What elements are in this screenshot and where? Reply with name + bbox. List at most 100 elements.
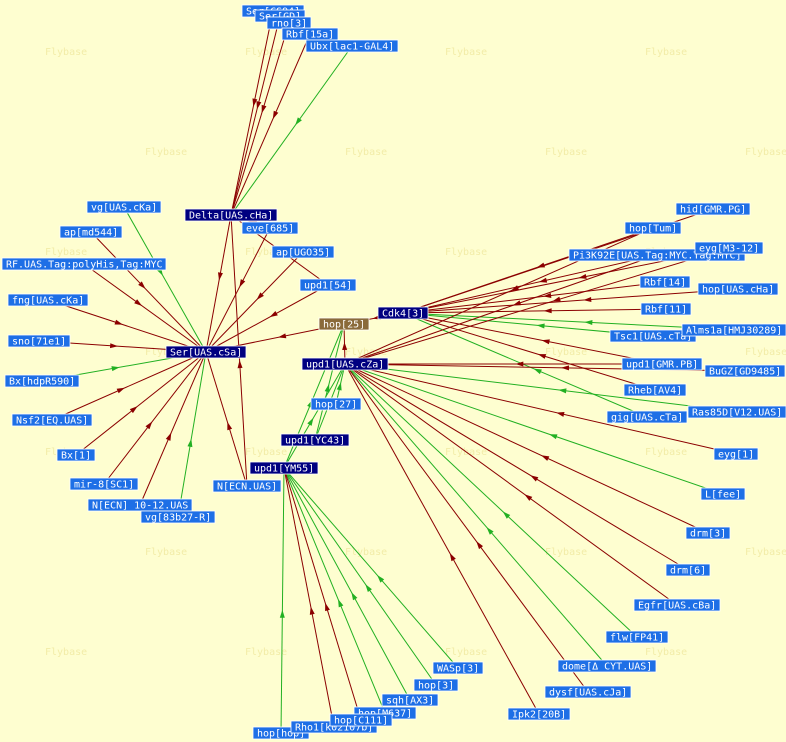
node-ipk2[interactable]: Ipk2[20B] bbox=[507, 707, 571, 721]
edge-dome-upd1_cz bbox=[344, 363, 608, 667]
node-hop25[interactable]: hop[25] bbox=[318, 317, 370, 331]
edge-rno3-delta bbox=[230, 22, 290, 216]
node-hop_c111[interactable]: hop[C111] bbox=[329, 713, 393, 727]
node-label: hop[3] bbox=[418, 681, 454, 692]
node-upd1_ym[interactable]: upd1[YM55] bbox=[249, 461, 319, 475]
node-upd1_cz[interactable]: upd1[UAS.cZa] bbox=[301, 357, 389, 371]
node-hop27[interactable]: hop[27] bbox=[310, 397, 362, 411]
node-bx1[interactable]: Bx[1] bbox=[56, 448, 96, 462]
watermark-text: Flybase bbox=[345, 147, 387, 158]
node-ap_ugo[interactable]: ap[UGO35] bbox=[271, 245, 335, 259]
edge-pi3k-cdk4 bbox=[402, 254, 658, 314]
node-box bbox=[606, 410, 688, 424]
edge-hop_tum-cdk4 bbox=[402, 227, 654, 314]
edge-arrow bbox=[476, 541, 484, 550]
edge-arrow bbox=[218, 272, 223, 281]
node-ubx[interactable]: Ubx[lac1-GAL4] bbox=[305, 39, 399, 53]
node-vg83[interactable]: vg[83b27-R] bbox=[140, 510, 216, 524]
node-box bbox=[640, 302, 692, 316]
node-box bbox=[249, 461, 319, 475]
node-hop3[interactable]: hop[3] bbox=[413, 678, 459, 692]
node-upd1_gmr[interactable]: upd1[GMR.PB] bbox=[621, 357, 703, 371]
node-eyg1[interactable]: eyg[1] bbox=[713, 447, 759, 461]
node-box bbox=[4, 374, 80, 388]
node-bugz[interactable]: BuGZ[GD9485] bbox=[704, 364, 786, 378]
node-box bbox=[381, 693, 439, 707]
edge-layer bbox=[38, 10, 746, 734]
node-drm6[interactable]: drm[6] bbox=[665, 563, 711, 577]
node-fng[interactable]: fng[UAS.cKa] bbox=[7, 293, 89, 307]
edge-arrow bbox=[165, 432, 172, 441]
node-lfee[interactable]: L[fee] bbox=[700, 487, 746, 501]
edge-arrow bbox=[116, 387, 125, 394]
node-ser_cs[interactable]: Ser[UAS.cSa] bbox=[165, 345, 247, 359]
node-tsc1[interactable]: Tsc1[UAS.cTa] bbox=[609, 329, 697, 343]
node-gig[interactable]: gig[UAS.cTa] bbox=[606, 410, 688, 424]
node-mir8[interactable]: mir-8[SC1] bbox=[69, 477, 139, 491]
node-nsf2[interactable]: Nsf2[EQ.UAS] bbox=[11, 413, 93, 427]
node-upd1_yc[interactable]: upd1[YC43] bbox=[280, 433, 350, 447]
watermark-text: Flybase bbox=[645, 647, 687, 658]
node-alms1a[interactable]: Alms1a[HMJ30289] bbox=[681, 323, 786, 337]
edge-drm6-upd1_cz bbox=[344, 363, 689, 571]
node-upd1_54[interactable]: upd1[54] bbox=[299, 278, 357, 292]
watermark-text: Flybase bbox=[745, 347, 786, 358]
watermark-text: Flybase bbox=[245, 47, 287, 58]
node-label: ap[md544] bbox=[64, 228, 118, 239]
node-rbf14[interactable]: Rbf[14] bbox=[639, 275, 691, 289]
node-box bbox=[704, 364, 786, 378]
watermark-text: Flybase bbox=[145, 147, 187, 158]
node-wasp[interactable]: WASp[3] bbox=[432, 661, 484, 675]
node-sno[interactable]: sno[71e1] bbox=[7, 334, 71, 348]
node-label: Pi3K92E[UAS.Tag:MYC.Tag:MYC] bbox=[573, 251, 742, 262]
node-label: rno[3] bbox=[271, 19, 307, 30]
edge-arrow bbox=[449, 553, 456, 562]
edge-arrow bbox=[558, 388, 567, 394]
node-rf_uas[interactable]: RF.UAS.Tag:polyHis,Tag:MYC bbox=[1, 257, 167, 271]
node-box bbox=[11, 413, 93, 427]
edge-arrow bbox=[256, 292, 264, 300]
node-box bbox=[681, 323, 786, 337]
node-box bbox=[713, 447, 759, 461]
node-cdk4[interactable]: Cdk4[3] bbox=[377, 306, 429, 320]
node-vg_cka[interactable]: vg[UAS.cKa] bbox=[86, 200, 162, 214]
node-hid[interactable]: hid[GMR.PG] bbox=[675, 202, 751, 216]
edge-arrow bbox=[541, 339, 550, 345]
node-n_ecn_uas[interactable]: N[ECN.UAS] bbox=[212, 479, 282, 493]
node-hop_cha[interactable]: hop[UAS.cHa] bbox=[697, 282, 779, 296]
node-label: fng[UAS.cKa] bbox=[12, 296, 84, 307]
node-rbf11[interactable]: Rbf[11] bbox=[640, 302, 692, 316]
edge-arrow bbox=[584, 320, 593, 326]
node-label: Rho1[k02107b] bbox=[295, 723, 373, 734]
node-bx_hdp[interactable]: Bx[hdpR590] bbox=[4, 374, 80, 388]
edge-egfr-upd1_cz bbox=[344, 363, 678, 606]
node-label: upd1[UAS.cZa] bbox=[306, 360, 384, 371]
node-ap_md[interactable]: ap[md544] bbox=[59, 225, 123, 239]
edge-arrow bbox=[227, 421, 233, 431]
edge-rheb-cdk4 bbox=[402, 312, 656, 391]
edge-hop_hop-upd1_ym bbox=[280, 467, 285, 734]
watermark-text: Flybase bbox=[145, 547, 187, 558]
node-eve685[interactable]: eve[685] bbox=[241, 221, 299, 235]
node-label: ap[UGO35] bbox=[276, 248, 330, 259]
edge-rho1-upd1_ym bbox=[283, 467, 335, 728]
node-egfr[interactable]: Egfr[UAS.cBa] bbox=[633, 598, 721, 612]
edge-ipk2-upd1_cz bbox=[344, 363, 540, 715]
node-dysf[interactable]: dysf[UAS.cJa] bbox=[544, 685, 632, 699]
node-ras85d[interactable]: Ras85D[V12.UAS] bbox=[687, 405, 786, 419]
node-flw[interactable]: flw[FP41] bbox=[605, 630, 669, 644]
node-label: Delta[UAS.cHa] bbox=[189, 211, 273, 222]
node-rheb[interactable]: Rheb[AV4] bbox=[623, 383, 687, 397]
node-delta[interactable]: Delta[UAS.cHa] bbox=[184, 208, 278, 222]
node-n_ecn_10[interactable]: N[ECN] 10-12.UAS bbox=[87, 498, 193, 512]
node-eyg_m3[interactable]: eyg[M3-12] bbox=[694, 241, 764, 255]
node-drm3[interactable]: drm[3] bbox=[685, 526, 731, 540]
node-dome[interactable]: dome[Δ CYT.UAS] bbox=[557, 659, 657, 673]
node-label: Egfr[UAS.cBa] bbox=[638, 601, 716, 612]
node-rbf15[interactable]: Rbf[15a] bbox=[281, 27, 339, 41]
node-box bbox=[59, 225, 123, 239]
node-sqh[interactable]: sqh[AX3] bbox=[381, 693, 439, 707]
node-hop_tum[interactable]: hop[Tum] bbox=[624, 221, 682, 235]
edge-arrow bbox=[538, 277, 548, 283]
